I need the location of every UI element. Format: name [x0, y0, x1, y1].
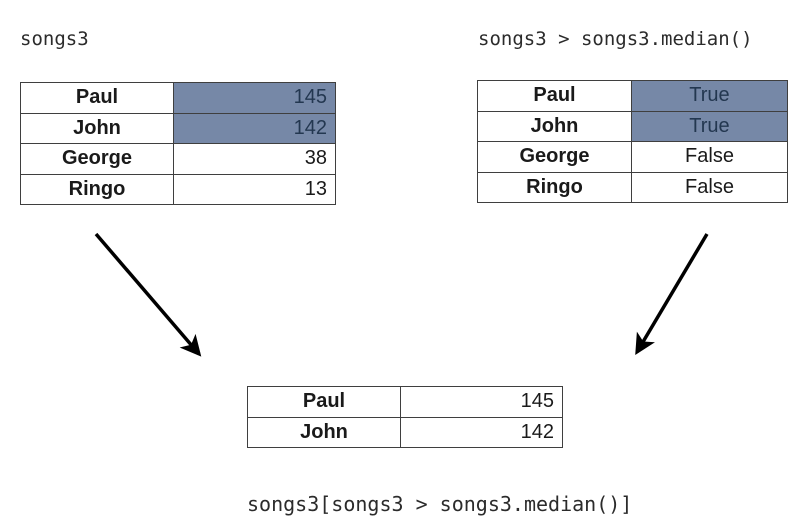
index-cell: Paul	[477, 80, 632, 112]
series-title-comparison: songs3 > songs3.median()	[478, 28, 753, 50]
arrow-right	[635, 233, 709, 356]
index-cell: John	[20, 112, 174, 144]
index-cell: George	[20, 143, 174, 175]
index-cell: Ringo	[20, 173, 174, 205]
table-row: Paul 145	[247, 386, 563, 418]
value-cell: 142	[173, 112, 336, 144]
table-row: Ringo False	[477, 171, 788, 203]
index-cell: Ringo	[477, 171, 632, 203]
series-title-songs3: songs3	[20, 28, 89, 50]
index-cell: John	[477, 110, 632, 142]
table-row: George False	[477, 141, 788, 173]
table-row: John True	[477, 110, 788, 142]
value-cell: True	[631, 80, 788, 112]
index-cell: Paul	[247, 386, 401, 418]
table-row: Ringo 13	[20, 173, 336, 205]
value-cell: True	[631, 110, 788, 142]
songs3-table: Paul 145 John 142 George 38 Ringo 13	[20, 82, 336, 205]
index-cell: Paul	[20, 82, 174, 114]
value-cell: 142	[400, 416, 563, 448]
table-row: John 142	[247, 416, 563, 448]
index-cell: George	[477, 141, 632, 173]
value-cell: 145	[400, 386, 563, 418]
value-cell: False	[631, 141, 788, 173]
value-cell: 38	[173, 143, 336, 175]
filtered-result-table: Paul 145 John 142	[247, 386, 563, 448]
result-expression-caption: songs3[songs3 > songs3.median()]	[247, 492, 633, 516]
value-cell: 13	[173, 173, 336, 205]
table-row: Paul 145	[20, 82, 336, 114]
table-row: Paul True	[477, 80, 788, 112]
table-row: George 38	[20, 143, 336, 175]
value-cell: 145	[173, 82, 336, 114]
index-cell: John	[247, 416, 401, 448]
boolean-mask-table: Paul True John True George False Ringo F…	[477, 80, 788, 203]
table-row: John 142	[20, 112, 336, 144]
value-cell: False	[631, 171, 788, 203]
arrow-left	[94, 232, 202, 357]
